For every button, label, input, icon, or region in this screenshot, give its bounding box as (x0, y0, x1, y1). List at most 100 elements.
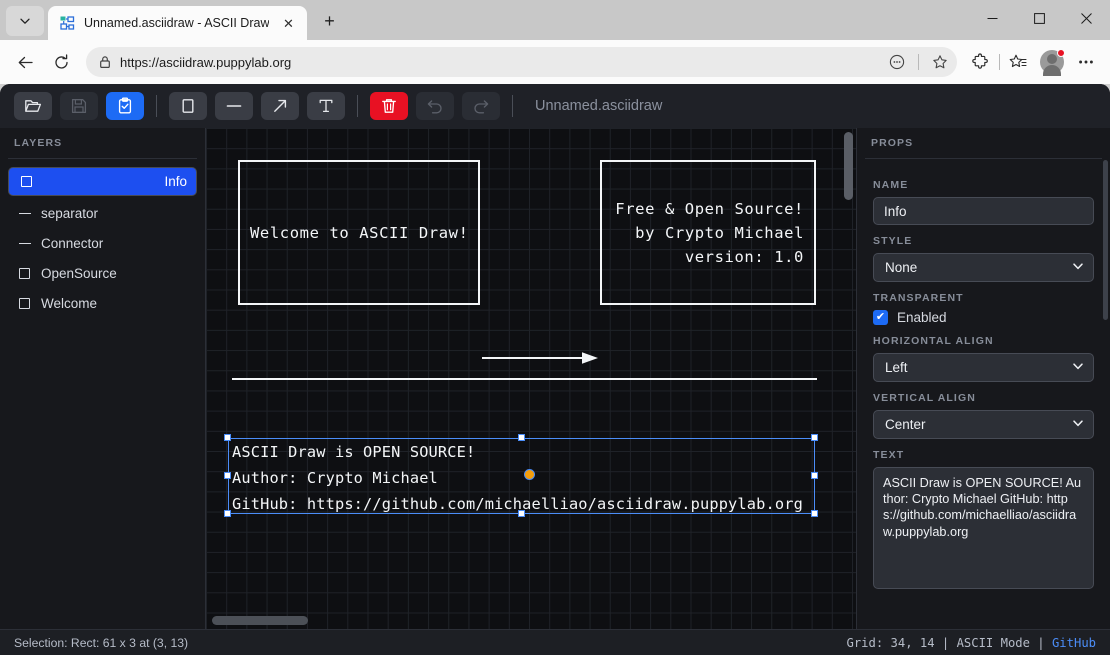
arrow-tool-button[interactable] (261, 92, 299, 120)
rect-icon (18, 267, 31, 280)
horizontal-align-select[interactable]: Left (873, 353, 1094, 382)
window-controls (969, 0, 1110, 36)
reload-icon[interactable] (44, 45, 78, 79)
status-github-link[interactable]: GitHub (1052, 636, 1096, 650)
vertical-align-label: VERTICAL ALIGN (873, 392, 1094, 404)
transparent-checkbox-label: Enabled (897, 310, 947, 325)
sidebar-item-info[interactable]: Info (8, 167, 197, 196)
settings-ellipsis-icon[interactable] (1070, 46, 1102, 78)
tab-strip: Unnamed.asciidraw - ASCII Draw ✕ + (0, 0, 1110, 40)
window-close-button[interactable] (1063, 0, 1110, 36)
shape-text-line2: by Crypto Michael (635, 221, 804, 245)
toolbar-separator (156, 95, 157, 117)
read-aloud-icon[interactable] (884, 49, 910, 75)
name-input[interactable]: Info (873, 197, 1094, 225)
new-tab-button[interactable]: + (314, 6, 344, 36)
star-icon[interactable] (927, 49, 953, 75)
canvas-shapes: Welcome to ASCII Draw! Free & Open Sourc… (206, 128, 856, 629)
app-toolbar: Unnamed.asciidraw (0, 84, 1110, 128)
shape-text-line1: Free & Open Source! (615, 197, 804, 221)
horizontal-align-value: Left (885, 360, 908, 375)
tab-search-chevron-icon[interactable] (6, 6, 44, 36)
shape-welcome-box[interactable]: Welcome to ASCII Draw! (238, 160, 480, 305)
shape-text: Welcome to ASCII Draw! (250, 221, 469, 245)
document-title: Unnamed.asciidraw (535, 98, 662, 114)
rectangle-tool-button[interactable] (169, 92, 207, 120)
transparent-checkbox[interactable]: ✔ (873, 310, 888, 325)
redo-button (462, 92, 500, 120)
status-bar: Selection: Rect: 61 x 3 at (3, 13) Grid:… (0, 629, 1110, 655)
line-icon (18, 237, 31, 250)
shape-opensource-box[interactable]: Free & Open Source! by Crypto Michael ve… (600, 160, 816, 305)
layer-label: Info (164, 174, 187, 189)
horizontal-align-label: HORIZONTAL ALIGN (873, 335, 1094, 347)
resize-handle-n[interactable] (518, 434, 525, 441)
sidebar-item-opensource[interactable]: OpenSource (8, 260, 197, 286)
transparent-checkbox-row[interactable]: ✔ Enabled (873, 310, 1094, 325)
canvas-horizontal-scrollbar[interactable] (212, 616, 308, 625)
tab-close-icon[interactable]: ✕ (277, 12, 299, 34)
layer-label: Connector (41, 236, 103, 251)
status-selection-info: Selection: Rect: 61 x 3 at (3, 13) (14, 636, 188, 650)
sidebar-item-separator[interactable]: separator (8, 200, 197, 226)
toolbar-separator-2 (357, 95, 358, 117)
resize-handle-se[interactable] (811, 510, 818, 517)
resize-handle-ne[interactable] (811, 434, 818, 441)
tab-title: Unnamed.asciidraw - ASCII Draw (84, 16, 269, 30)
move-handle-dot[interactable] (524, 469, 535, 480)
window-minimize-button[interactable] (969, 0, 1016, 36)
back-icon[interactable] (8, 45, 42, 79)
layer-label: separator (41, 206, 98, 221)
window-maximize-button[interactable] (1016, 0, 1063, 36)
layer-label: OpenSource (41, 266, 117, 281)
style-select-value: None (885, 260, 917, 275)
delete-button[interactable] (370, 92, 408, 120)
line-tool-button[interactable] (215, 92, 253, 120)
resize-handle-s[interactable] (518, 510, 525, 517)
collections-icon[interactable] (1002, 46, 1034, 78)
resize-handle-e[interactable] (811, 472, 818, 479)
asciidraw-app: Unnamed.asciidraw LAYERS Info separator (0, 84, 1110, 655)
browser-tab[interactable]: Unnamed.asciidraw - ASCII Draw ✕ (48, 6, 307, 40)
text-textarea[interactable]: ASCII Draw is OPEN SOURCE! Author: Crypt… (873, 467, 1094, 589)
layers-list: Info separator Connector OpenSource (0, 159, 205, 320)
chevron-down-icon (1072, 417, 1084, 432)
toolbar-separator-3 (512, 95, 513, 117)
props-fields: NAME Info STYLE None TRANSPARENT ✔ Enabl… (857, 159, 1110, 589)
sidebar-item-connector[interactable]: Connector (8, 230, 197, 256)
status-right-info: Grid: 34, 14 | ASCII Mode | GitHub (847, 636, 1097, 650)
select-tool-button[interactable] (106, 92, 144, 120)
chevron-down-icon (1072, 360, 1084, 375)
style-select[interactable]: None (873, 253, 1094, 282)
props-panel: PROPS NAME Info STYLE None TRANSPARENT ✔ (857, 128, 1110, 629)
resize-handle-w[interactable] (224, 472, 231, 479)
extensions-icon[interactable] (965, 46, 997, 78)
shape-separator-line[interactable] (232, 378, 817, 380)
profile-avatar[interactable] (1036, 46, 1068, 78)
transparent-field-label: TRANSPARENT (873, 292, 1094, 304)
sidebar-item-welcome[interactable]: Welcome (8, 290, 197, 316)
navigation-bar: https://asciidraw.puppylab.org (0, 40, 1110, 84)
vertical-align-value: Center (885, 417, 926, 432)
open-file-button[interactable] (14, 92, 52, 120)
canvas-vertical-scrollbar[interactable] (844, 132, 853, 200)
shape-info-textblock[interactable]: ASCII Draw is OPEN SOURCE! Author: Crypt… (228, 438, 815, 514)
lock-icon (98, 55, 112, 69)
text-field-label: TEXT (873, 449, 1094, 461)
rect-icon (20, 175, 33, 188)
text-tool-button[interactable] (307, 92, 345, 120)
status-mode: ASCII Mode (957, 636, 1030, 650)
layers-panel-header: LAYERS (0, 128, 205, 158)
address-bar[interactable]: https://asciidraw.puppylab.org (86, 47, 957, 77)
chevron-down-icon (1072, 260, 1084, 275)
resize-handle-sw[interactable] (224, 510, 231, 517)
resize-handle-nw[interactable] (224, 434, 231, 441)
vertical-align-select[interactable]: Center (873, 410, 1094, 439)
omnibox-divider (918, 54, 919, 70)
props-scrollbar[interactable] (1103, 160, 1108, 320)
layers-panel: LAYERS Info separator Connector (0, 128, 205, 629)
rect-icon (18, 297, 31, 310)
shape-connector-arrow[interactable] (482, 350, 598, 366)
drawing-canvas[interactable]: Welcome to ASCII Draw! Free & Open Sourc… (205, 128, 857, 629)
